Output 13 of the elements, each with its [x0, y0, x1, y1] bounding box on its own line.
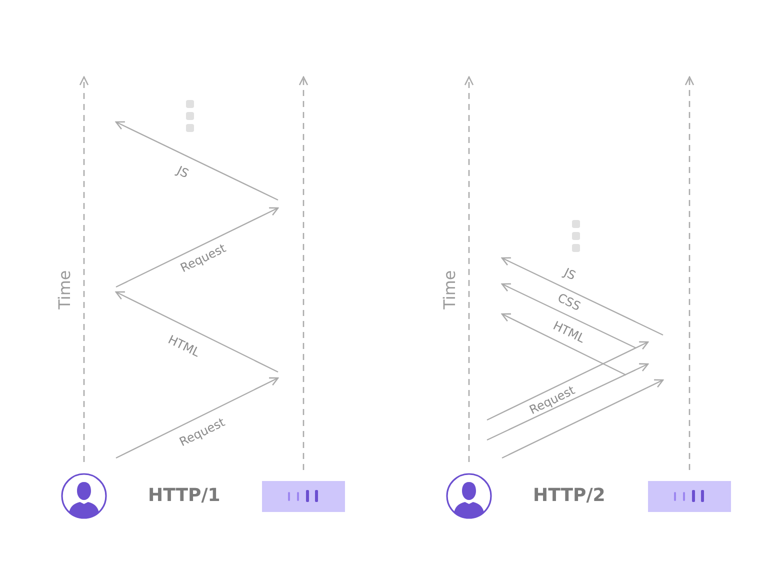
protocol-title: HTTP/1: [148, 486, 220, 506]
server-block: [262, 481, 345, 512]
time-axis-arrow: [684, 76, 694, 470]
message-label: CSS: [555, 291, 582, 314]
time-axis-arrow: [464, 76, 474, 462]
time-axis-arrow: [79, 76, 89, 462]
message-label: JS: [174, 164, 190, 180]
axis-label: Time: [55, 270, 73, 310]
server-block: [648, 481, 731, 512]
time-axis-arrow: [298, 76, 308, 470]
axis-label: Time: [440, 270, 458, 310]
message-label: JS: [561, 266, 577, 282]
protocol-title: HTTP/2: [533, 486, 606, 506]
